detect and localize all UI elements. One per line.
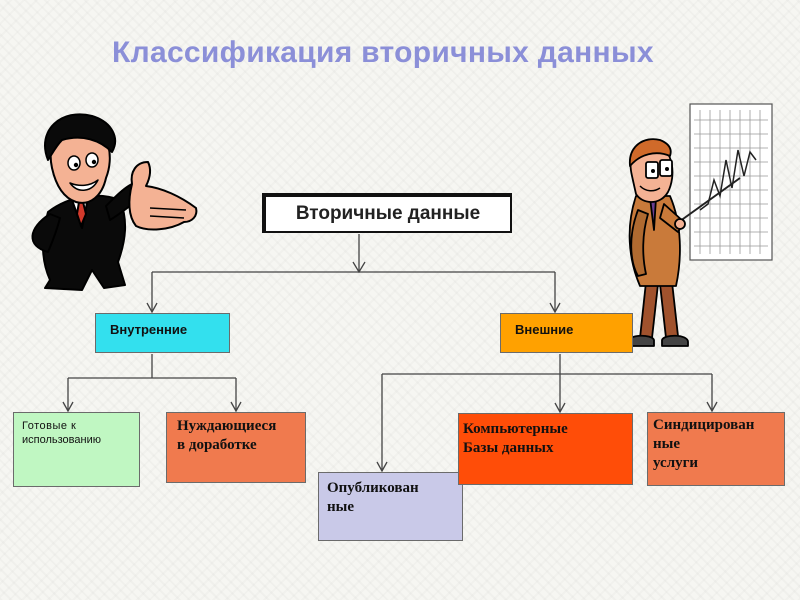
node-computer-databases-line1: Компьютерные: [463, 421, 568, 437]
node-secondary-data: Вторичные данные: [262, 193, 512, 233]
node-needs-processing-line2: в доработке: [177, 436, 257, 453]
professor-pointer-icon: [627, 138, 741, 347]
node-external: Внешние: [500, 313, 633, 353]
node-published-line1: Опубликован: [327, 480, 419, 496]
node-computer-databases: Компьютерные Базы данных: [458, 413, 633, 485]
node-syndicated-services-line2: ные: [653, 435, 681, 452]
node-ready-to-use: Готовые к использованию: [13, 412, 140, 487]
node-ready-to-use-line1: Готовые к: [22, 420, 77, 432]
connector-to-computer-arrow: [554, 402, 566, 414]
node-ready-to-use-line2: использованию: [22, 433, 101, 446]
connector-to-ready-arrow: [62, 401, 74, 413]
connector-to-syndicated-arrow: [706, 401, 718, 413]
node-syndicated-services-line3: услуги: [653, 454, 699, 471]
node-published: Опубликован ные: [318, 472, 463, 541]
chart-board-icon: [689, 103, 773, 261]
node-secondary-data-label: Вторичные данные: [295, 203, 481, 224]
node-needs-processing-line1: Нуждающиеся: [177, 418, 277, 434]
node-syndicated-services: Синдицирован ные услуги: [647, 412, 785, 486]
node-computer-databases-line2: Базы данных: [463, 439, 554, 456]
connector-to-internal-arrow: [146, 302, 158, 314]
connector-to-published-arrow: [376, 461, 388, 473]
node-syndicated-services-line1: Синдицирован: [653, 417, 755, 433]
connector-to-needs-arrow: [230, 401, 242, 413]
node-needs-processing: Нуждающиеся в доработке: [166, 412, 306, 483]
node-external-label: Внешние: [515, 322, 574, 337]
connectors: [62, 234, 718, 473]
node-published-line2: ные: [327, 498, 355, 515]
page-title: Классификация вторичных данных: [112, 36, 654, 69]
connector-to-external-arrow: [549, 302, 561, 314]
node-internal-label: Внутренние: [110, 322, 188, 337]
presenter-man-icon: [31, 113, 198, 291]
node-internal: Внутренние: [95, 313, 230, 353]
